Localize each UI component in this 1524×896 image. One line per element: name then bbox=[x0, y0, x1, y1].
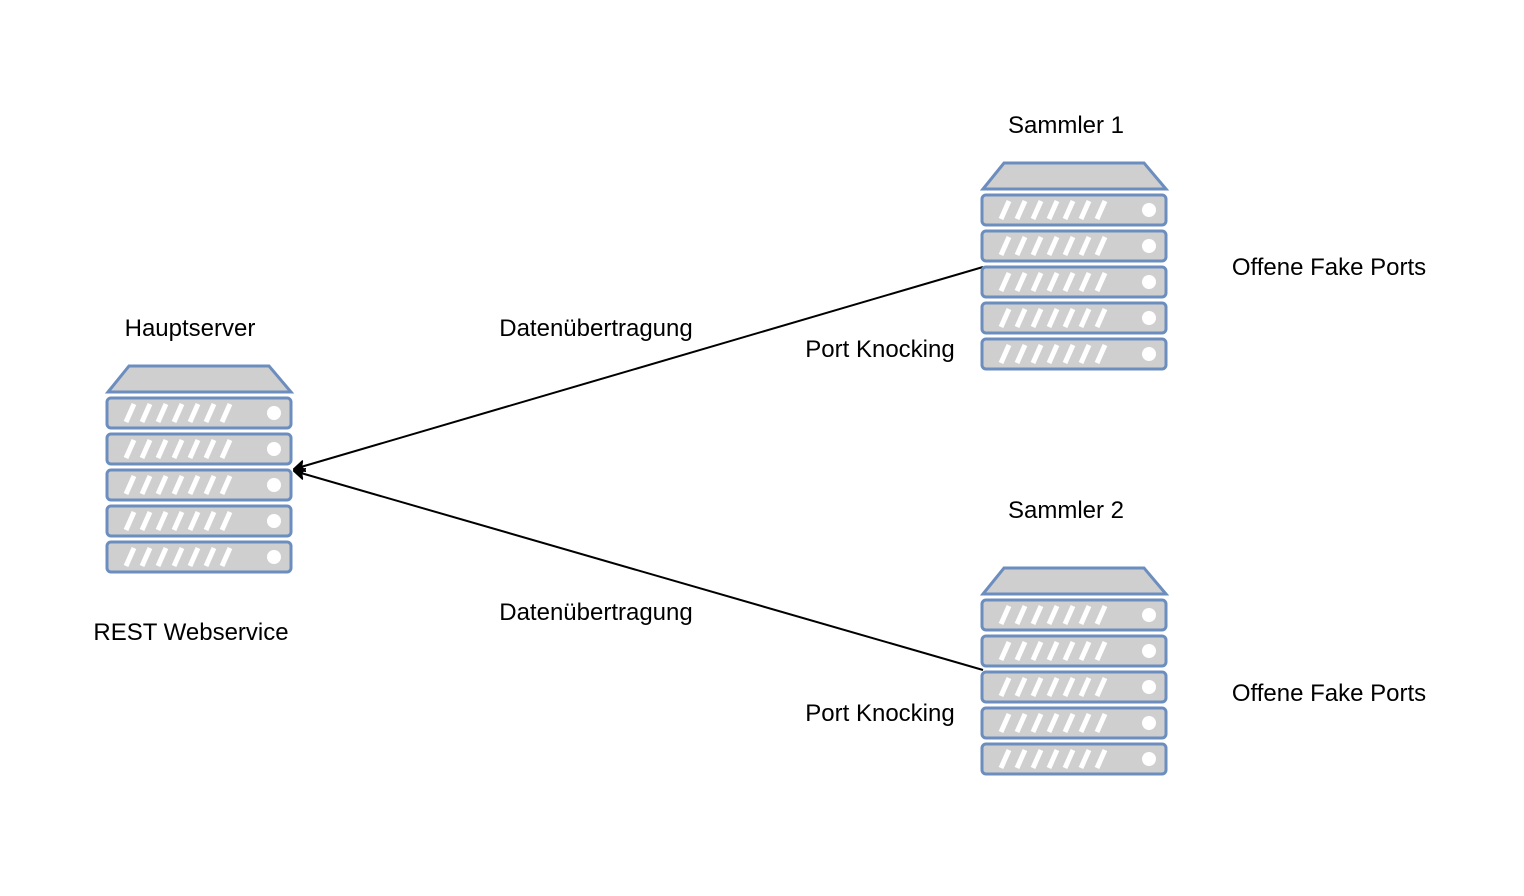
connection-line bbox=[294, 266, 984, 469]
server-rack-icon bbox=[107, 366, 291, 572]
node-side-label: Offene Fake Ports bbox=[1232, 254, 1426, 281]
node-side-label: Offene Fake Ports bbox=[1232, 680, 1426, 707]
edge-collector1-to-main: Datenübertragung Port Knocking bbox=[294, 266, 984, 469]
server-rack-icon bbox=[982, 163, 1166, 369]
server-rack-icon bbox=[982, 568, 1166, 774]
node-title: Sammler 2 bbox=[1008, 497, 1124, 524]
edge-label-data-transfer: Datenübertragung bbox=[499, 599, 692, 626]
node-collector-2: Sammler 2 Offene Fake Ports bbox=[982, 497, 1426, 774]
edge-collector2-to-main: Datenübertragung Port Knocking bbox=[294, 471, 984, 727]
edge-label-data-transfer: Datenübertragung bbox=[499, 315, 692, 342]
node-caption: REST Webservice bbox=[93, 619, 288, 646]
node-title: Hauptserver bbox=[125, 315, 256, 342]
node-main-server: Hauptserver REST Webservice bbox=[93, 315, 291, 646]
edge-source-label-port-knocking: Port Knocking bbox=[805, 336, 954, 363]
node-collector-1: Sammler 1 Offene Fake Ports bbox=[982, 112, 1426, 369]
edge-source-label-port-knocking: Port Knocking bbox=[805, 700, 954, 727]
node-title: Sammler 1 bbox=[1008, 112, 1124, 139]
connection-line bbox=[294, 471, 984, 671]
